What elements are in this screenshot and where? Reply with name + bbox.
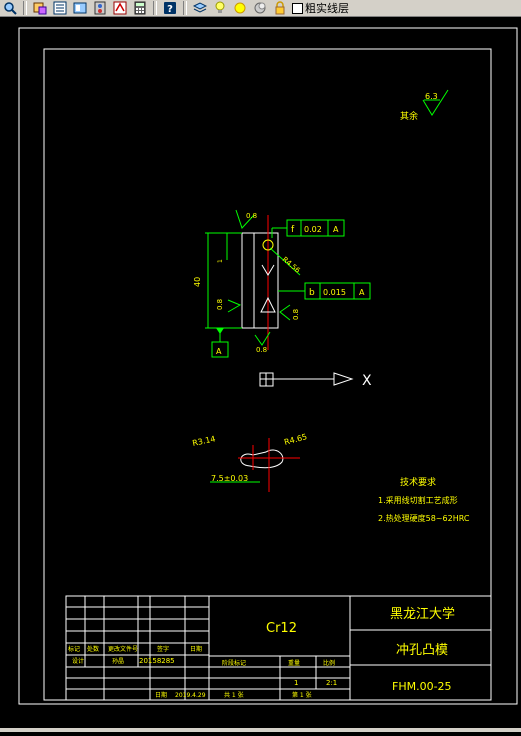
designer: 孙晶 [112, 657, 124, 665]
row-label-3: 签字 [157, 645, 169, 653]
match-properties-icon[interactable] [32, 1, 48, 15]
drawing-no: FHM.00-25 [392, 680, 452, 693]
inner-frame [43, 48, 492, 701]
zoom-icon[interactable] [2, 1, 18, 15]
row-label-2: 更改文件号 [108, 645, 138, 653]
dim-b2: R4.65 [283, 432, 308, 447]
col-scale: 比例 [323, 659, 335, 667]
scale: 2:1 [326, 679, 337, 687]
dim-1: 1 [217, 259, 224, 263]
design-center-icon[interactable] [72, 1, 88, 15]
part-front-view: 40 1 0.8 0.8 0.8 0.8 R4.56 f 0.02 A b 0.… [193, 209, 371, 358]
roughness-symbol: 其余 6.3 [400, 89, 449, 122]
datum-label: A [216, 347, 222, 356]
tech-title: 技术要求 [400, 476, 436, 488]
tol1-symbol: f [291, 225, 295, 235]
toolbar-separator [183, 1, 187, 15]
col-weight: 重量 [288, 659, 300, 667]
material: Cr12 [266, 621, 297, 636]
designer-label: 设计 [72, 657, 84, 665]
tech-item-2: 2.热处理硬度58~62HRC [378, 513, 470, 523]
tol1-value: 0.02 [304, 225, 322, 234]
row-label-1: 处数 [87, 645, 99, 653]
dim-b1: R3.14 [192, 434, 217, 448]
tol1-datum: A [333, 225, 339, 234]
calculator-icon[interactable] [132, 1, 148, 15]
layer-manager-icon[interactable] [192, 1, 208, 15]
horizontal-scrollbar[interactable] [0, 728, 521, 732]
title-block: 标记 处数 更改文件号 签字 日期 设计 孙晶 20158285 日期 2019… [65, 595, 492, 701]
dim-b3: 7.5±0.03 [211, 474, 248, 483]
outer-frame [18, 27, 518, 705]
sheets-total: 共 1 张 [224, 691, 244, 699]
layer-name-label[interactable]: 粗实线层 [305, 2, 349, 15]
dim-08a: 0.8 [246, 212, 257, 220]
tol2-value: 0.015 [323, 288, 346, 297]
layer-color-swatch[interactable] [292, 2, 303, 14]
sheet-no: 第 1 张 [292, 691, 312, 699]
student-id: 20158285 [139, 657, 175, 665]
roughness-value: 6.3 [425, 92, 438, 101]
dim-08b: 0.8 [216, 299, 224, 310]
part-name: 冲孔凸模 [396, 643, 448, 658]
lock-icon[interactable] [272, 1, 288, 15]
col-stage: 阶段标记 [222, 659, 246, 667]
freeze-icon[interactable] [252, 1, 268, 15]
properties-icon[interactable] [52, 1, 68, 15]
qty: 1 [294, 679, 298, 687]
toolbar-separator [153, 1, 157, 15]
drawing-canvas[interactable]: 其余 6.3 40 1 0.8 0.8 0.8 0.8 R4.56 [0, 17, 521, 732]
part-top-view: R3.14 R4.65 7.5±0.03 [192, 432, 308, 492]
axis-x: X [362, 373, 372, 389]
date-label: 日期 [155, 691, 167, 699]
row-label-0: 标记 [68, 645, 80, 653]
sun-icon[interactable] [232, 1, 248, 15]
tech-item-1: 1.采用线切割工艺成形 [378, 495, 458, 505]
toolbar-separator [23, 1, 27, 15]
dim-08c: 0.8 [292, 309, 300, 320]
date: 2019.4.29 [175, 692, 206, 699]
markup-icon[interactable] [112, 1, 128, 15]
svg-text:?: ? [167, 4, 173, 15]
technical-requirements: 技术要求 1.采用线切割工艺成形 2.热处理硬度58~62HRC [378, 476, 470, 523]
row-label-4: 日期 [190, 645, 202, 653]
university: 黑龙江大学 [390, 606, 455, 622]
ucs-icon: X [259, 372, 372, 389]
tol2-symbol: b [309, 288, 315, 298]
toolbar: ? 粗实线层 [0, 0, 521, 17]
bulb-icon[interactable] [212, 1, 228, 15]
roughness-label: 其余 [400, 110, 418, 122]
tool-palette-icon[interactable] [92, 1, 108, 15]
tol2-datum: A [359, 288, 365, 297]
dim-r: R4.56 [281, 255, 302, 275]
dim-40: 40 [193, 277, 202, 287]
dim-08d: 0.8 [256, 346, 267, 354]
help-icon[interactable]: ? [162, 1, 178, 15]
drawing-svg: 其余 6.3 40 1 0.8 0.8 0.8 0.8 R4.56 [18, 27, 518, 705]
